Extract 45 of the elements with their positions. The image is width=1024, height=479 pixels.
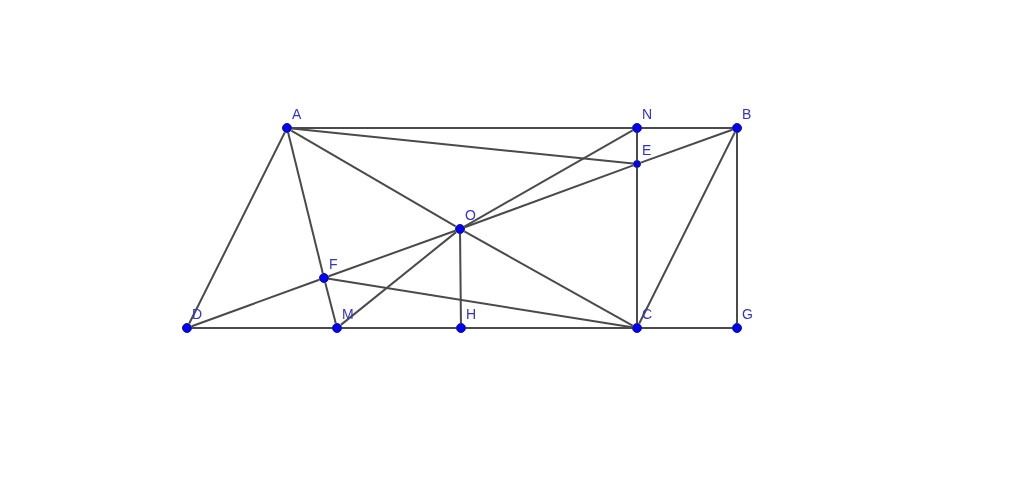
point-dot (319, 273, 329, 283)
line-segment (324, 281, 337, 325)
point-label: O (465, 207, 476, 223)
point-dot (456, 323, 466, 333)
line-segment (327, 229, 457, 278)
line-segment (463, 164, 635, 229)
point-label: D (192, 306, 203, 322)
point-dot (633, 160, 641, 168)
point-dot (332, 323, 342, 333)
point-label: M (342, 306, 354, 322)
line-segment (636, 167, 638, 324)
point-dot (632, 123, 642, 133)
line-segment (639, 128, 734, 164)
point-dot (732, 323, 742, 333)
line-segment (291, 127, 633, 129)
line-segment (287, 131, 324, 275)
point-label: G (742, 306, 753, 322)
line-segment (290, 127, 634, 165)
line-segment (465, 327, 633, 329)
point-dot (632, 323, 642, 333)
line-segment (190, 278, 321, 328)
line-segment (636, 132, 638, 161)
point-label: B (742, 106, 752, 122)
point-label: E (642, 142, 652, 158)
line-segment (459, 233, 462, 324)
line-segment (191, 327, 333, 329)
point-dot (182, 323, 192, 333)
line-segment (641, 127, 733, 129)
line-segment (463, 129, 634, 228)
line-segment (188, 131, 286, 325)
point-dot (732, 123, 742, 133)
point-label: A (292, 106, 302, 122)
line-segment (327, 277, 634, 329)
line-segment (341, 327, 457, 329)
line-segment (463, 230, 634, 327)
line-segment (339, 231, 458, 326)
point-label: N (642, 106, 653, 122)
line-segment (641, 327, 733, 329)
point-dot (455, 224, 465, 234)
point-label: F (329, 256, 338, 272)
line-segment (290, 129, 457, 228)
line-segment (736, 132, 738, 324)
line-segment (638, 131, 736, 325)
point-dot (282, 123, 292, 133)
point-label: H (466, 306, 477, 322)
